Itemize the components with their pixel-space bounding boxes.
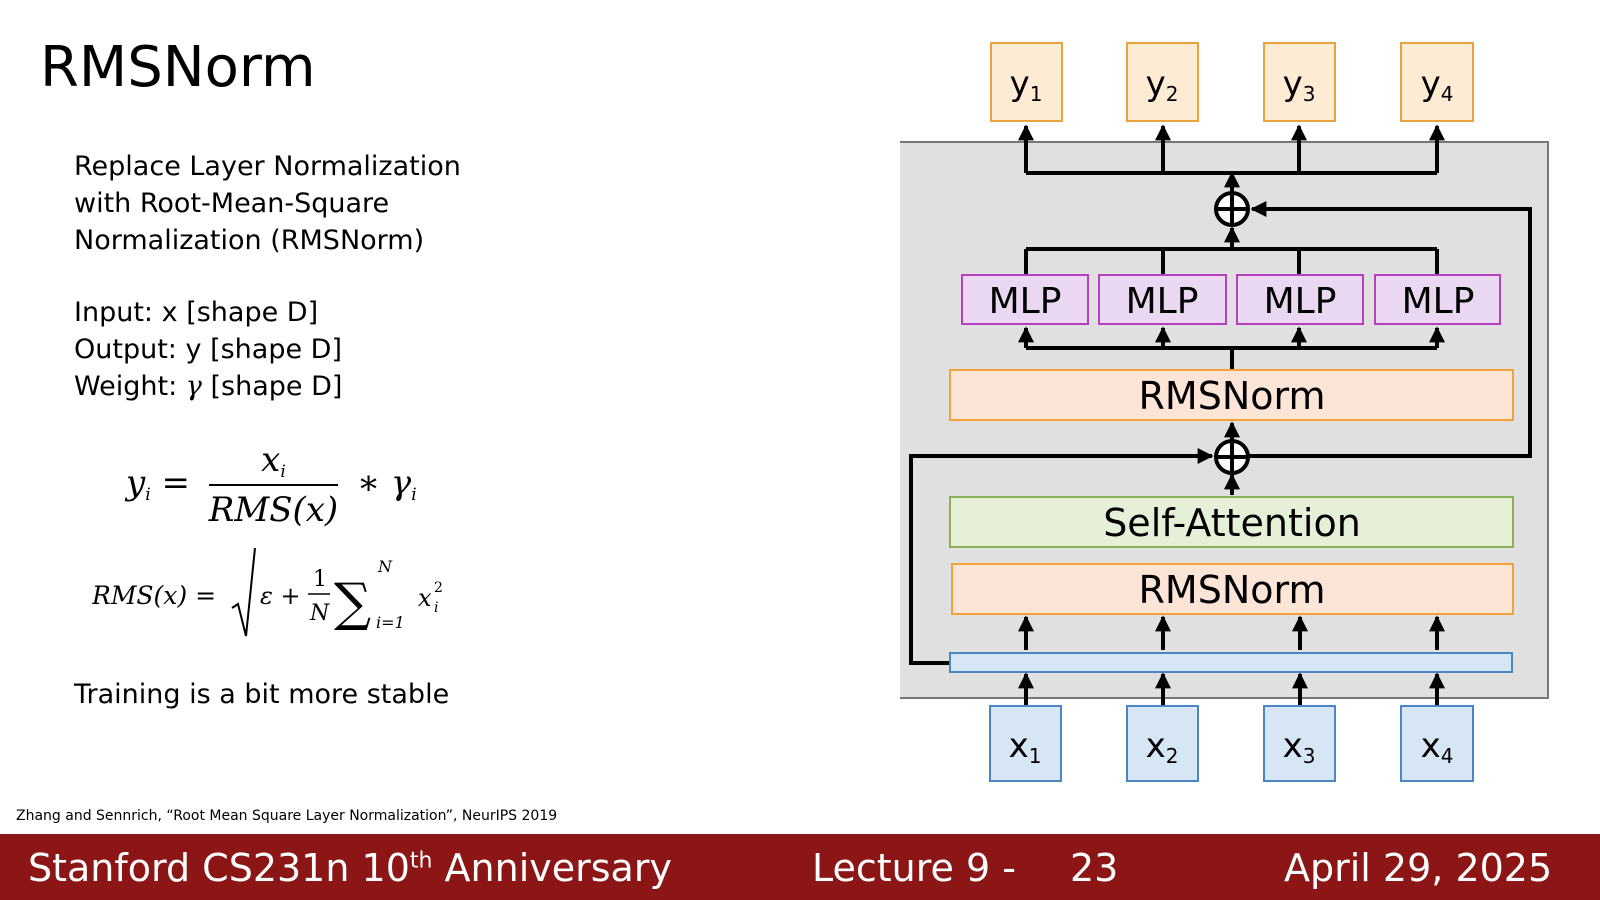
input-var: x [161, 297, 178, 328]
footer-page-number: 23 [1070, 846, 1119, 890]
output-shape: [shape D] [210, 334, 342, 365]
footer-course: Stanford CS231n 10th Anniversary [28, 846, 672, 890]
weight-spec: Weight: γ [shape D] [74, 368, 342, 405]
sqrt-sign [231, 548, 256, 637]
footer-date: April 29, 2025 [1284, 846, 1553, 890]
self-attention-box: Self-Attention [949, 496, 1514, 548]
input-boxes: x1 x2 x3 x4 [989, 705, 1474, 782]
output-label: Output: [74, 334, 177, 365]
svg-text:MLP: MLP [1402, 281, 1475, 322]
svg-text:Self-Attention: Self-Attention [1103, 501, 1361, 545]
input-box-4: x4 [1400, 705, 1474, 782]
residual-add-top [1214, 191, 1250, 227]
mlp-box-4: MLP [1374, 274, 1501, 325]
svg-text:y3: y3 [1283, 64, 1316, 106]
eq-numerator: xi [208, 440, 339, 486]
output-var: y [185, 334, 202, 365]
description-line-1: Replace Layer Normalization [74, 151, 461, 182]
description-line-3: Normalization (RMSNorm) [74, 225, 425, 256]
svg-text:MLP: MLP [1264, 281, 1337, 322]
footer-bar: Stanford CS231n 10th Anniversary Lecture… [0, 834, 1600, 900]
rms-lhs: RMS(x) = [92, 581, 216, 610]
bottom-connectors [1018, 615, 1445, 706]
weight-var: γ [185, 371, 202, 402]
description: Replace Layer Normalization with Root-Me… [74, 148, 461, 259]
svg-text:y2: y2 [1146, 64, 1179, 106]
io-spec: Input: x [shape D] Output: y [shape D] W… [74, 294, 342, 405]
footer-lecture: Lecture 9 - [812, 846, 1016, 890]
slide-title: RMSNorm [40, 35, 316, 100]
rmsnorm-top-box: RMSNorm [949, 369, 1514, 421]
output-box-1: y1 [990, 42, 1063, 122]
mlp-connectors [1018, 226, 1445, 370]
residual-path-right [1232, 201, 1532, 458]
rms-sigma: ∑ [334, 573, 371, 633]
input-box-1: x1 [989, 705, 1062, 782]
weight-shape: [shape D] [210, 371, 343, 402]
transformer-block-diagram: y1 y2 y3 y4 MLP MLP [900, 42, 1549, 782]
rms-term: x [418, 584, 432, 612]
description-line-2: with Root-Mean-Square [74, 188, 390, 219]
output-box-2: y2 [1126, 42, 1199, 122]
svg-text:RMSNorm: RMSNorm [1139, 568, 1326, 612]
svg-text:y1: y1 [1010, 64, 1043, 106]
mlp-box-1: MLP [961, 274, 1089, 325]
svg-text:MLP: MLP [1126, 281, 1199, 322]
input-label: Input: [74, 297, 154, 328]
input-shape: [shape D] [186, 297, 319, 328]
output-box-3: y3 [1263, 42, 1336, 122]
eq-num-sub: i [280, 462, 286, 482]
rmsnorm-bottom-box: RMSNorm [951, 563, 1514, 615]
rms-N: N [309, 601, 330, 626]
eq-num-var: x [261, 440, 281, 480]
top-connectors [1018, 124, 1445, 192]
output-spec: Output: y [shape D] [74, 331, 342, 368]
output-box-4: y4 [1400, 42, 1474, 122]
eq-fraction: xi RMS(x) [208, 440, 339, 530]
input-box-3: x3 [1263, 705, 1336, 782]
rms-term-sup: 2 [434, 580, 443, 596]
mlp-box-2: MLP [1098, 274, 1227, 325]
mlp-box-3: MLP [1236, 274, 1364, 325]
rmsnorm-equation: yi = xi RMS(x) ∗ γi [126, 440, 417, 530]
mid-connectors [909, 421, 1240, 665]
embedding-bar [949, 652, 1513, 673]
eq-lhs: y [126, 463, 146, 503]
weight-label: Weight: [74, 371, 178, 402]
rms-one: 1 [313, 567, 327, 592]
citation: Zhang and Sennrich, “Root Mean Square La… [16, 808, 558, 824]
eq-times: ∗ γ [357, 463, 412, 503]
mlp-boxes: MLP MLP MLP MLP [961, 274, 1501, 325]
output-boxes: y1 y2 y3 y4 [990, 42, 1474, 122]
svg-text:x2: x2 [1146, 726, 1179, 768]
svg-text:x1: x1 [1009, 726, 1042, 768]
rms-upper: N [377, 557, 393, 576]
svg-text:RMSNorm: RMSNorm [1139, 374, 1326, 418]
eq-equals: = [161, 463, 190, 503]
rms-equation: RMS(x) = ε + 1 N ∑ N i=1 x 2 i [92, 548, 443, 637]
svg-text:MLP: MLP [989, 281, 1062, 322]
residual-add-bottom [1214, 439, 1250, 475]
svg-text:x4: x4 [1421, 726, 1454, 768]
input-box-2: x2 [1126, 705, 1199, 782]
svg-text:x3: x3 [1283, 726, 1316, 768]
input-spec: Input: x [shape D] [74, 294, 342, 331]
eq-lhs-sub: i [145, 485, 151, 505]
eq-times-sub: i [411, 485, 417, 505]
rms-eps: ε + [260, 582, 301, 610]
rms-term-sub: i [434, 600, 438, 616]
rms-lower: i=1 [376, 613, 405, 632]
eq-denominator: RMS(x) [208, 490, 339, 530]
stability-note: Training is a bit more stable [74, 679, 450, 710]
svg-text:y4: y4 [1421, 64, 1454, 106]
